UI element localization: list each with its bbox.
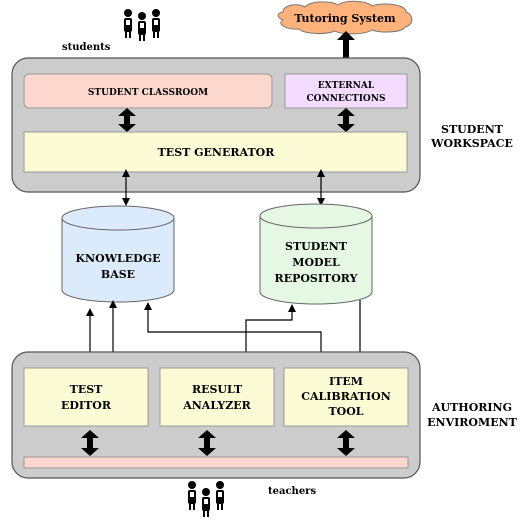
student-model-repository-db: STUDENT MODEL REPOSITORY xyxy=(259,203,373,305)
external-connections-line-1: EXTERNAL xyxy=(318,81,375,91)
students-label: students xyxy=(62,42,111,53)
authoring-environment-line-1: AUTHORING xyxy=(431,401,512,414)
item-calibration-tool-box xyxy=(283,367,409,427)
test-generator-box xyxy=(23,131,408,173)
knowledge-base-line-2: BASE xyxy=(101,268,135,281)
test-editor-line-2: EDITOR xyxy=(61,399,112,412)
students-icon xyxy=(124,9,160,41)
test-editor-box xyxy=(23,367,149,427)
tutoring-system-label: Tutoring System xyxy=(294,12,396,25)
knowledge-base-db: KNOWLEDGE BASE xyxy=(61,205,175,303)
item-calibration-line-2: CALIBRATION xyxy=(301,390,391,403)
result-analyzer-box xyxy=(159,367,275,427)
student-model-line-2: MODEL xyxy=(292,256,340,269)
item-calibration-line-1: ITEM xyxy=(329,375,363,388)
teachers-icon xyxy=(188,481,224,517)
student-workspace-line-1: STUDENT xyxy=(441,123,504,136)
result-analyzer-line-1: RESULT xyxy=(192,383,243,396)
student-classroom-box xyxy=(23,73,273,109)
test-generator-label: TEST GENERATOR xyxy=(158,146,276,159)
authoring-environment-line-2: ENVIROMENT xyxy=(427,416,517,429)
knowledge-base-line-1: KNOWLEDGE xyxy=(76,252,161,265)
arrow-external-generator xyxy=(337,108,355,132)
test-editor-line-1: TEST xyxy=(70,383,104,396)
arrow-editor-teachers xyxy=(81,430,99,456)
student-workspace-line-2: WORKSPACE xyxy=(430,137,513,150)
arrow-classroom-generator xyxy=(118,108,136,132)
result-analyzer-line-2: ANALYZER xyxy=(182,399,251,412)
student-model-line-1: STUDENT xyxy=(285,240,348,253)
teachers-bar xyxy=(23,456,409,469)
arrow-calibration-teachers xyxy=(337,430,355,456)
teachers-label: teachers xyxy=(268,486,316,497)
item-calibration-line-3: TOOL xyxy=(328,405,363,418)
external-connections-line-2: CONNECTIONS xyxy=(307,94,386,104)
student-model-line-3: REPOSITORY xyxy=(275,272,358,285)
tutoring-system-cloud: Tutoring System xyxy=(277,0,413,35)
student-classroom-label: STUDENT CLASSROOM xyxy=(88,88,208,98)
arrow-analyzer-teachers xyxy=(198,430,216,456)
